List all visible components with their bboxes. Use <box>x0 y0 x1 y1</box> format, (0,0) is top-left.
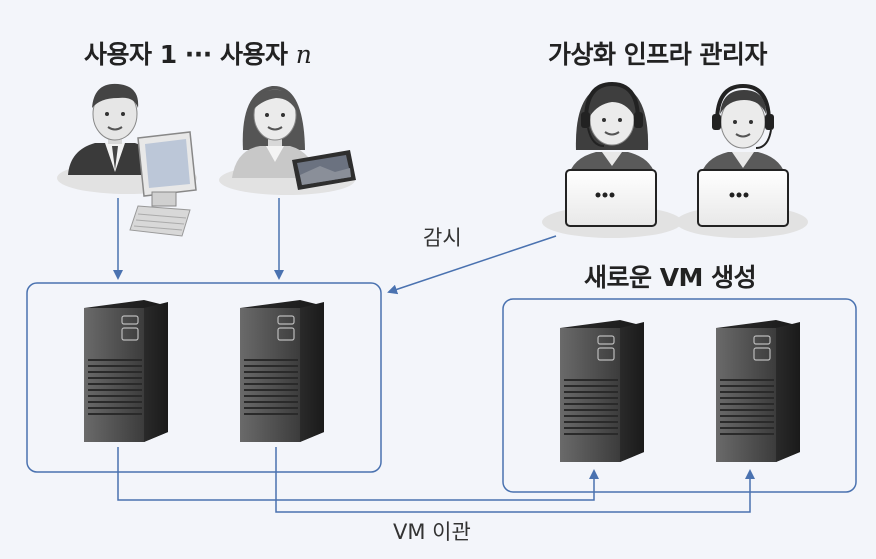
migration-arrow-2 <box>275 447 755 513</box>
user2-woman-tablet-icon <box>219 85 356 195</box>
server-2-icon <box>239 299 325 443</box>
admin1-female-operator-laptop-icon <box>542 81 682 238</box>
server-4-icon <box>715 319 801 463</box>
existing-server-group-box <box>26 282 382 473</box>
migration-arrow-1 <box>117 447 599 501</box>
monitor-label: 감시 <box>423 226 462 250</box>
users-label-text: 사용자 1 ··· 사용자 <box>84 40 296 69</box>
admin-label: 가상화 인프라 관리자 <box>548 40 767 69</box>
new-vm-server-group-box <box>502 298 857 493</box>
users-label-n: n <box>295 40 312 69</box>
server-1-icon <box>83 299 169 443</box>
migration-label: VM 이관 <box>393 520 471 544</box>
server-3-icon <box>559 319 645 463</box>
user1-businessman-desktop-icon <box>57 83 197 237</box>
admin2-male-operator-laptop-icon <box>676 83 808 238</box>
monitor-arrow <box>387 235 557 295</box>
users-label: 사용자 1 ··· 사용자 n <box>84 35 312 71</box>
new-vm-label: 새로운 VM 생성 <box>584 263 757 292</box>
